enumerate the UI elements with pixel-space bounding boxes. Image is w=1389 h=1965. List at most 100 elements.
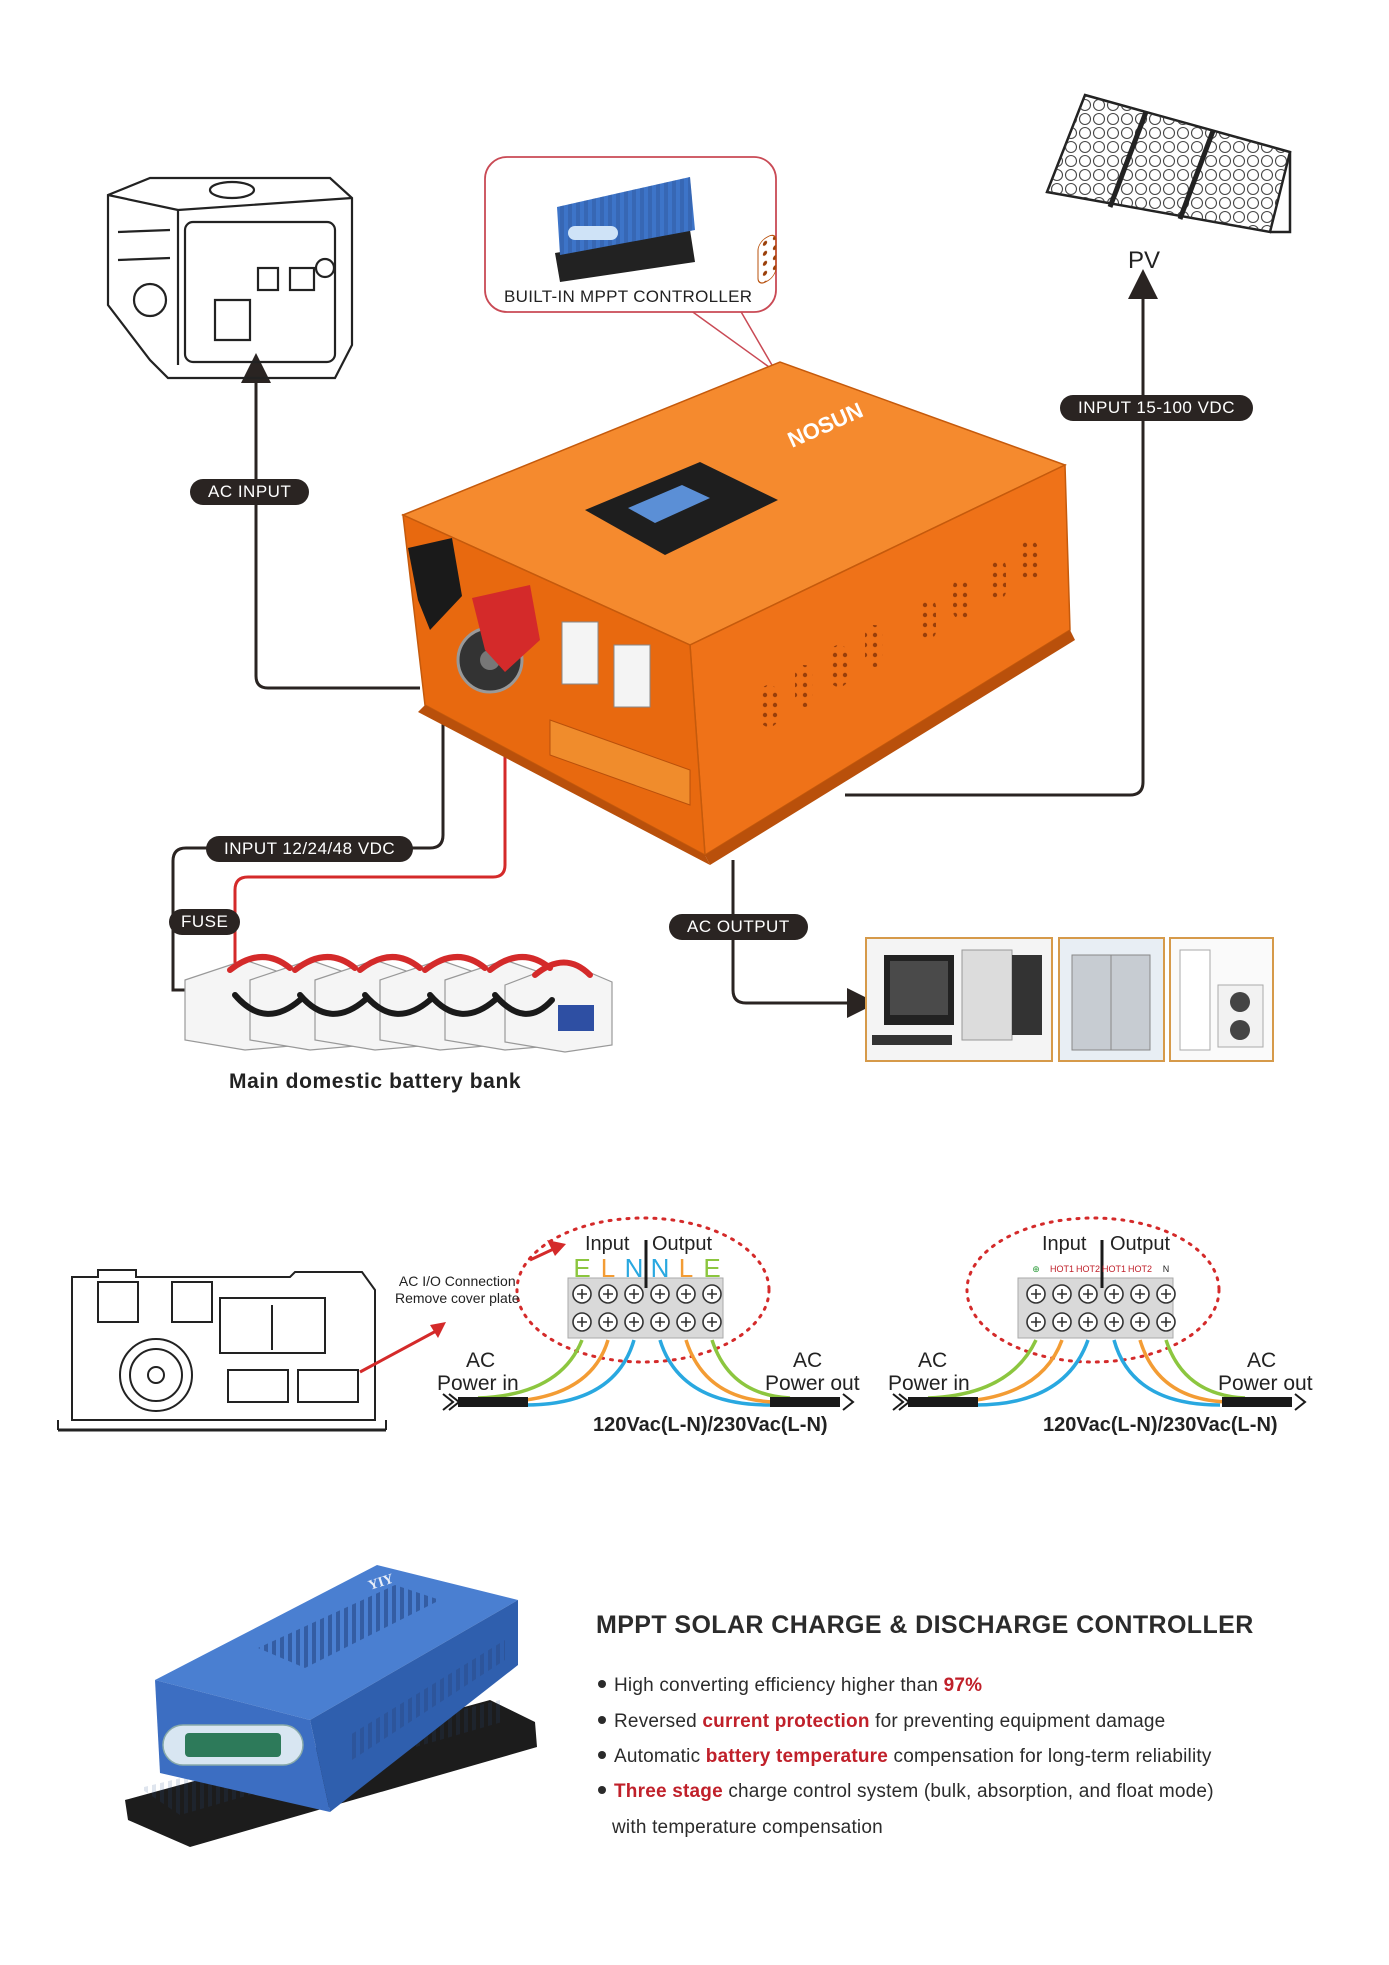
feature-bullet: High converting efficiency higher than 9… (598, 1675, 982, 1697)
terminal-screw-cross (1135, 1317, 1145, 1327)
right-terminal-label: HOT1 (1049, 1264, 1074, 1274)
right-terminal-label: HOT2 (1127, 1264, 1152, 1274)
terminal-screw-cross (629, 1317, 639, 1327)
left-power-out-1: AC (793, 1349, 823, 1372)
bullet-highlight: 97% (943, 1675, 983, 1696)
inverter-illustration: NOSUN (401, 234, 1075, 865)
left-terminal-label: L (600, 1253, 616, 1283)
bullet-dot (598, 1679, 606, 1688)
builtin-controller-image (555, 177, 695, 282)
pv-line (845, 269, 1158, 797)
builtin-callout-pointer (689, 309, 777, 373)
terminal-screw-cross (681, 1289, 691, 1299)
terminal-screw-cross (1031, 1289, 1041, 1299)
terminal-screw-cross (1083, 1317, 1093, 1327)
feature-bullet: Three stage charge control system (bulk,… (598, 1781, 1214, 1803)
callout-arrow-head (430, 1322, 446, 1338)
terminal-screw-cross (655, 1317, 665, 1327)
bullet-dot (598, 1750, 606, 1759)
terminal-screw-cross (603, 1317, 613, 1327)
connection-arrow-head (547, 1240, 566, 1256)
left-terminal-label: E (573, 1253, 591, 1283)
right-input-label: Input (1042, 1233, 1087, 1255)
bullet-highlight: current protection (702, 1711, 870, 1732)
bullet-text: charge control system (bulk, absorption,… (722, 1781, 1214, 1802)
right-terminal-block (965, 1216, 1221, 1364)
terminal-screw-cross (1109, 1289, 1119, 1299)
callout-arrow (359, 1328, 439, 1374)
right-terminal-label: N (1162, 1264, 1170, 1274)
appliance-images (865, 937, 1274, 1062)
left-terminal-label: E (703, 1253, 721, 1283)
terminal-screw-cross (1161, 1289, 1171, 1299)
left-wires (442, 1339, 855, 1411)
right-power-out-2: Power out (1218, 1372, 1313, 1395)
terminal-screw-cross (1135, 1289, 1145, 1299)
left-voltage-label: 120Vac(L-N)/230Vac(L-N) (593, 1414, 828, 1436)
bullet-text: High converting efficiency higher than (614, 1675, 944, 1696)
ac-output-line (731, 860, 877, 1018)
bullet-text: Reversed (614, 1711, 703, 1732)
terminal-screw-cross (577, 1289, 587, 1299)
left-power-in-2: Power in (437, 1372, 519, 1395)
left-terminal-label: N (650, 1253, 670, 1283)
ac-input-pill: AC INPUT (190, 479, 310, 505)
right-voltage-label: 120Vac(L-N)/230Vac(L-N) (1043, 1414, 1278, 1436)
left-terminal-label: L (678, 1253, 694, 1283)
inverter-side-vents (760, 540, 1038, 727)
bullet-dot (598, 1715, 606, 1724)
battery-positive-line (233, 640, 507, 975)
bullet-text: compensation for long-term reliability (888, 1746, 1212, 1767)
terminal-screw-cross (1057, 1317, 1067, 1327)
terminal-screw-cross (707, 1317, 717, 1327)
left-power-in-1: AC (466, 1349, 496, 1372)
bullet-highlight: Three stage (614, 1781, 723, 1802)
terminal-screw-cross (681, 1317, 691, 1327)
terminal-screw-cross (1057, 1289, 1067, 1299)
right-wires (892, 1339, 1307, 1411)
bullet-text: for preventing equipment damage (869, 1711, 1166, 1732)
terminal-screw-cross (1083, 1289, 1093, 1299)
pv-label: PV (1128, 247, 1161, 274)
terminal-screw-cross (655, 1289, 665, 1299)
bullet-continuation: with temperature compensation (612, 1817, 883, 1838)
left-input-label: Input (585, 1233, 630, 1255)
left-output-label: Output (652, 1233, 713, 1255)
terminal-screw-cross (1109, 1317, 1119, 1327)
battery-bank-illustration (184, 954, 613, 1053)
ac-input-line (241, 353, 420, 690)
left-terminal-label: N (624, 1253, 644, 1283)
inverter-back-panel-illustration (57, 1269, 387, 1432)
mppt-controller-image: YIY (125, 1565, 537, 1847)
left-power-out-2: Power out (765, 1372, 860, 1395)
builtin-mppt-label: BUILT-IN MPPT CONTROLLER (504, 287, 753, 306)
solar-panel-illustration (1045, 93, 1292, 234)
bullet-dot (598, 1785, 606, 1794)
right-terminal-label: HOT1 (1101, 1264, 1126, 1274)
terminal-screw-cross (1031, 1317, 1041, 1327)
right-power-in-2: Power in (888, 1372, 970, 1395)
terminal-screw-cross (603, 1289, 613, 1299)
pv-input-pill: INPUT 15-100 VDC (1060, 395, 1253, 421)
ac-output-pill: AC OUTPUT (669, 914, 808, 940)
generator-illustration (106, 176, 354, 380)
right-power-out-1: AC (1247, 1349, 1277, 1372)
bullet-highlight: battery temperature (705, 1746, 889, 1767)
terminal-screw-cross (1161, 1317, 1171, 1327)
battery-bank-caption: Main domestic battery bank (229, 1070, 522, 1093)
terminal-screw-cross (707, 1289, 717, 1299)
right-terminal-label: HOT2 (1075, 1264, 1100, 1274)
feature-bullet: Automatic battery temperature compensati… (598, 1746, 1212, 1768)
terminal-screw-cross (629, 1289, 639, 1299)
fuse-pill: FUSE (169, 909, 241, 935)
callout-text: AC I/O Connection Remove cover plate (395, 1273, 520, 1306)
bullet-text: Automatic (614, 1746, 706, 1767)
terminal-screw-cross (577, 1317, 587, 1327)
right-output-label: Output (1110, 1233, 1171, 1255)
left-terminal-block (515, 1216, 771, 1364)
mppt-title: MPPT SOLAR CHARGE & DISCHARGE CONTROLLER (596, 1611, 1254, 1639)
feature-bullet: Reversed current protection for preventi… (598, 1711, 1165, 1733)
battery-input-pill: INPUT 12/24/48 VDC (206, 836, 414, 862)
right-power-in-1: AC (918, 1349, 948, 1372)
